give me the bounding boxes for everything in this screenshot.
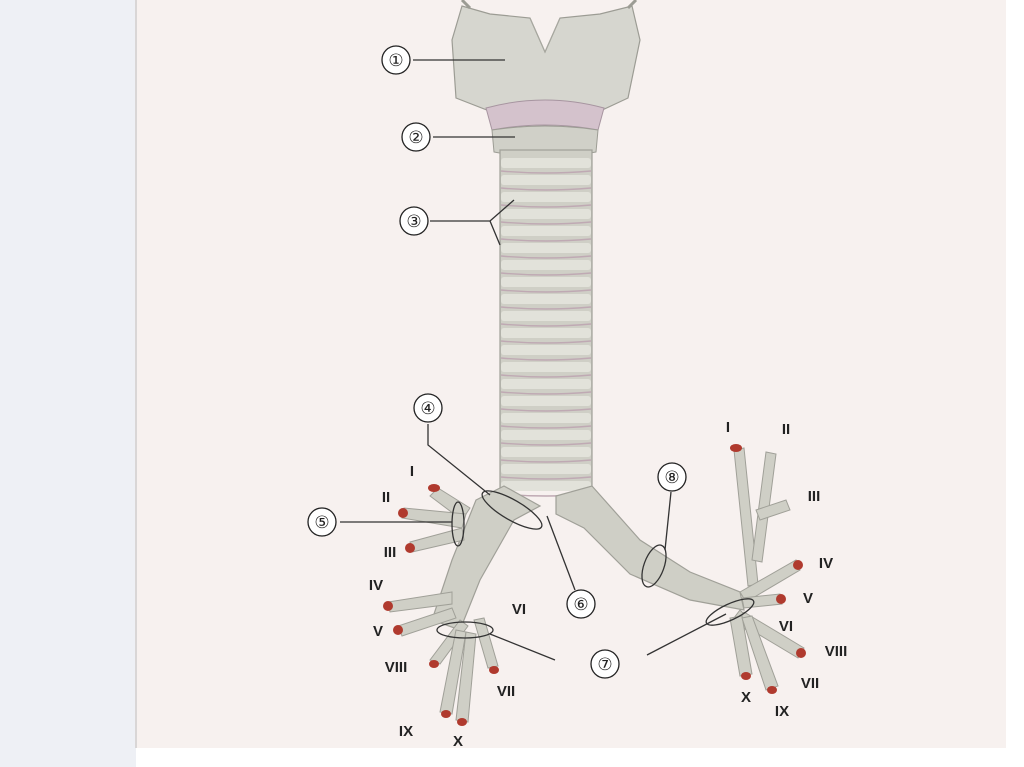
tracheal-ring (501, 379, 591, 389)
callout-2: ② (402, 123, 430, 151)
callout-4-label: ④ (420, 399, 435, 418)
tracheal-ring (501, 243, 591, 253)
tracheal-ring (501, 362, 591, 372)
left-segment-II: II (782, 421, 790, 438)
right-segment-IV: IV (369, 577, 383, 594)
tracheal-ring (501, 447, 591, 457)
right-segment-V: V (373, 623, 383, 640)
left-segment-X: X (741, 689, 751, 706)
callout-1: ① (382, 46, 410, 74)
tracheal-ring (501, 345, 591, 355)
cricoid-cartilage (486, 100, 604, 157)
tracheal-ring (501, 175, 591, 185)
callout-6: ⑥ (567, 590, 595, 618)
right-segment-IX: IX (399, 723, 413, 740)
callout-2-label: ② (408, 128, 423, 147)
right-segment-VIII: VIII (385, 659, 408, 676)
right-segment-VI: VI (512, 601, 526, 618)
left-segment-IV: IV (819, 555, 833, 572)
left-segment-I: I (726, 419, 730, 436)
left-segment-V: V (803, 590, 813, 607)
trachea (500, 150, 592, 496)
left-segment-VI: VI (779, 618, 793, 635)
right-segment-X: X (453, 733, 463, 750)
callout-6-label: ⑥ (573, 595, 588, 614)
tracheal-ring (501, 328, 591, 338)
left-segment-III: III (808, 488, 821, 505)
tracheal-ring (501, 277, 591, 287)
tracheal-ring (501, 311, 591, 321)
left-segment-VIII: VIII (825, 643, 848, 660)
tracheal-ring (501, 396, 591, 406)
callout-8: ⑧ (658, 463, 686, 491)
tracheal-ring (501, 158, 591, 168)
tracheal-ring (501, 294, 591, 304)
left-segment-IX: IX (775, 703, 789, 720)
callout-8-label: ⑧ (664, 468, 679, 487)
callout-7: ⑦ (591, 650, 619, 678)
callout-7-label: ⑦ (597, 655, 612, 674)
tracheal-ring (501, 209, 591, 219)
tracheal-ring (501, 413, 591, 423)
callout-5: ⑤ (308, 508, 336, 536)
right-segment-III: III (384, 544, 397, 561)
callout-4: ④ (414, 394, 442, 422)
tracheal-ring (501, 430, 591, 440)
right-segment-VII: VII (497, 683, 515, 700)
right-segment-II: II (382, 489, 390, 506)
left-strip (0, 0, 136, 767)
callout-3: ③ (400, 207, 428, 235)
tracheal-ring (501, 192, 591, 202)
tracheal-ring (501, 260, 591, 270)
callout-5-label: ⑤ (314, 513, 329, 532)
callout-1-label: ① (388, 51, 403, 70)
callout-3-label: ③ (406, 212, 421, 231)
right-segment-I: I (410, 463, 414, 480)
tracheal-ring (501, 464, 591, 474)
tracheal-ring (501, 226, 591, 236)
left-segment-VII: VII (801, 675, 819, 692)
